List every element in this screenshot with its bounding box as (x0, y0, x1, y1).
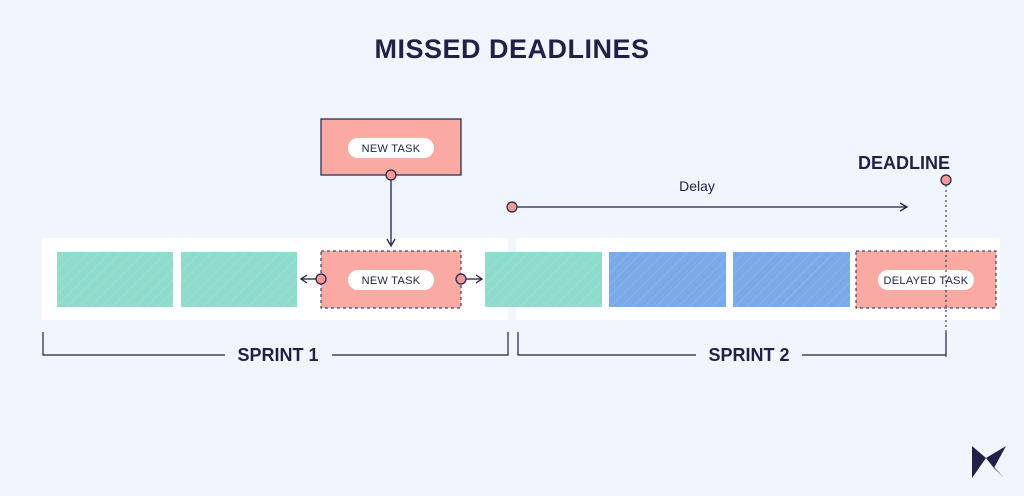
delay-start-dot (506, 201, 518, 213)
sprint-2-bracket-left (517, 332, 696, 356)
task-block-hatch (733, 252, 850, 307)
kanban-k-logo-icon (972, 446, 1006, 478)
new-task-inline-pill (348, 270, 434, 290)
task-block-hatch (485, 252, 602, 307)
sprint-2-bracket-right (802, 332, 947, 356)
diagram-title: MISSED DEADLINES (374, 34, 650, 64)
new-task-inline-label: NEW TASK (362, 275, 421, 287)
push-left-handle (315, 273, 327, 285)
delayed-task-label: DELAYED TASK (884, 275, 969, 287)
new-task-connector-dot (385, 169, 397, 181)
new-task-connector-arrowhead (386, 238, 396, 248)
delay-label: Delay (679, 178, 715, 194)
deadline-label: DEADLINE (858, 153, 950, 173)
new-task-top-label: NEW TASK (362, 143, 421, 155)
sprint-1-label: SPRINT 1 (237, 345, 318, 365)
push-right-arrowhead (475, 274, 484, 284)
task-block-hatch (609, 252, 726, 307)
delayed-task-pill (878, 270, 974, 290)
delay-arrowhead (899, 202, 909, 212)
new-task-top-pill (348, 138, 434, 158)
sprint-1-bracket-right (332, 332, 509, 356)
task-block-hatch (181, 252, 297, 307)
push-left-arrowhead (299, 274, 308, 284)
sprint-2-label: SPRINT 2 (708, 345, 789, 365)
push-right-handle (455, 273, 467, 285)
task-block-hatch (57, 252, 173, 307)
sprint-1-bracket-left (42, 332, 225, 356)
deadline-marker-dot (940, 174, 952, 186)
